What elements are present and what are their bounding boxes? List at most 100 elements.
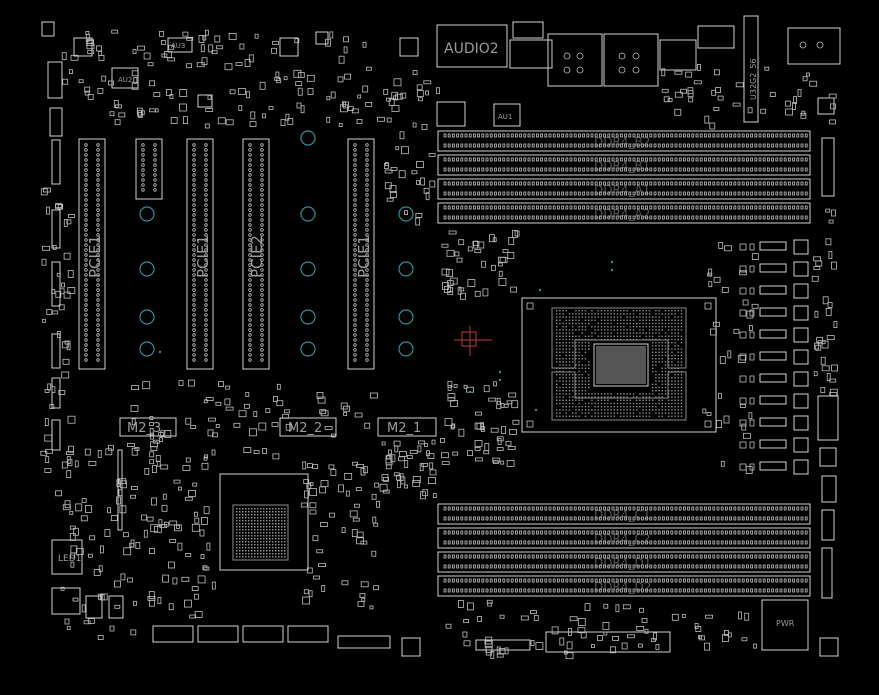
- dimm-pin: [759, 507, 761, 510]
- pcie-pin: [193, 284, 196, 287]
- cpu-land: [556, 329, 557, 330]
- cpu-land: [566, 368, 567, 369]
- chipset-ball: [236, 532, 238, 534]
- chipset-ball: [260, 553, 262, 555]
- cpu-land: [562, 368, 563, 369]
- au1-label: AU1: [498, 113, 512, 121]
- cpu-land: [652, 320, 653, 321]
- pcie-pin: [366, 324, 369, 327]
- passive-component: [479, 242, 484, 248]
- dimm-pin: [574, 206, 576, 209]
- cpu-land: [665, 326, 666, 327]
- chipset-ball: [266, 556, 268, 558]
- cpu-land: [665, 377, 666, 378]
- cpu-land: [646, 416, 647, 417]
- dimm-pin: [570, 517, 572, 520]
- dimm-pin: [667, 158, 669, 161]
- pcie-pin: [142, 149, 145, 152]
- passive-component: [184, 600, 191, 607]
- dimm-pin: [776, 555, 778, 558]
- pcie-pin: [85, 159, 88, 162]
- pcie-pin: [354, 354, 357, 357]
- dimm-pin: [444, 555, 446, 558]
- dimm-pin: [742, 555, 744, 558]
- passive-component: [43, 246, 50, 250]
- dimm-pin: [793, 134, 795, 137]
- chipset-ball: [260, 556, 262, 558]
- pcie-pin: [261, 174, 264, 177]
- dimm-pin: [562, 579, 564, 582]
- cpu-land: [668, 400, 669, 401]
- passive-component: [330, 32, 333, 38]
- dimm-pin: [725, 507, 727, 510]
- cpu-land: [572, 374, 573, 375]
- dimm-pin: [499, 158, 501, 161]
- chipset-ball: [269, 556, 271, 558]
- cpu-land: [671, 380, 672, 381]
- cpu-land: [674, 387, 675, 388]
- audio-label: AUDIO2: [444, 41, 499, 57]
- dimm-pin: [793, 507, 795, 510]
- dimm-pin: [482, 134, 484, 137]
- dimm-pin: [734, 182, 736, 185]
- dimm-pin: [654, 216, 656, 219]
- cpu-land: [658, 323, 659, 324]
- pcie-pin: [249, 284, 252, 287]
- chipset-ball: [260, 550, 262, 552]
- passive-component: [418, 446, 421, 452]
- cpu-land: [578, 355, 579, 356]
- dimm-pin: [566, 565, 568, 568]
- passive-component: [183, 32, 188, 36]
- dimm-pin: [725, 565, 727, 568]
- pcie-pin: [261, 204, 264, 207]
- dimm-pin: [566, 216, 568, 219]
- cpu-land: [671, 384, 672, 385]
- dimm-pin: [751, 531, 753, 534]
- passive-component: [88, 554, 92, 557]
- dimm-pin: [738, 134, 740, 137]
- dimm-pin: [667, 555, 669, 558]
- passive-component: [361, 468, 365, 475]
- dimm-pin: [465, 144, 467, 147]
- pcie-pin: [249, 279, 252, 282]
- cpu-land: [626, 409, 627, 410]
- vrm-choke: [760, 352, 786, 360]
- dimm-pin: [499, 541, 501, 544]
- dimm-pin: [780, 517, 782, 520]
- dimm-pin: [465, 541, 467, 544]
- dimm-pin: [688, 579, 690, 582]
- dimm-pin: [494, 555, 496, 558]
- cpu-land: [652, 361, 653, 362]
- chipset-ball: [236, 529, 238, 531]
- passive-component: [675, 109, 681, 115]
- cpu-land: [559, 358, 560, 359]
- cpu-land: [582, 406, 583, 407]
- dimm-pin: [713, 579, 715, 582]
- dimm-pin: [746, 192, 748, 195]
- dimm-pin: [654, 517, 656, 520]
- passive-component: [87, 44, 94, 49]
- cpu-land: [569, 361, 570, 362]
- cpu-land: [601, 313, 602, 314]
- dimm-pin: [503, 579, 505, 582]
- dimm-pin: [788, 541, 790, 544]
- cpu-land: [614, 313, 615, 314]
- cpu-land: [594, 412, 595, 413]
- pcie-pin: [97, 279, 100, 282]
- dimm-pin: [536, 541, 538, 544]
- cpu-land: [623, 396, 624, 397]
- passive-component: [358, 601, 364, 606]
- dimm-pin: [469, 144, 471, 147]
- chipset-ball: [254, 535, 256, 537]
- dimm-pin: [482, 507, 484, 510]
- dimm-pin: [503, 158, 505, 161]
- pcie-pin: [205, 314, 208, 317]
- cpu-land: [671, 406, 672, 407]
- dimm-pin: [562, 182, 564, 185]
- dimm-pin: [788, 517, 790, 520]
- cpu-land: [681, 396, 682, 397]
- passive-component: [70, 511, 73, 514]
- passive-component: [272, 48, 277, 53]
- dimm-pin: [457, 517, 459, 520]
- cpu-land: [681, 406, 682, 407]
